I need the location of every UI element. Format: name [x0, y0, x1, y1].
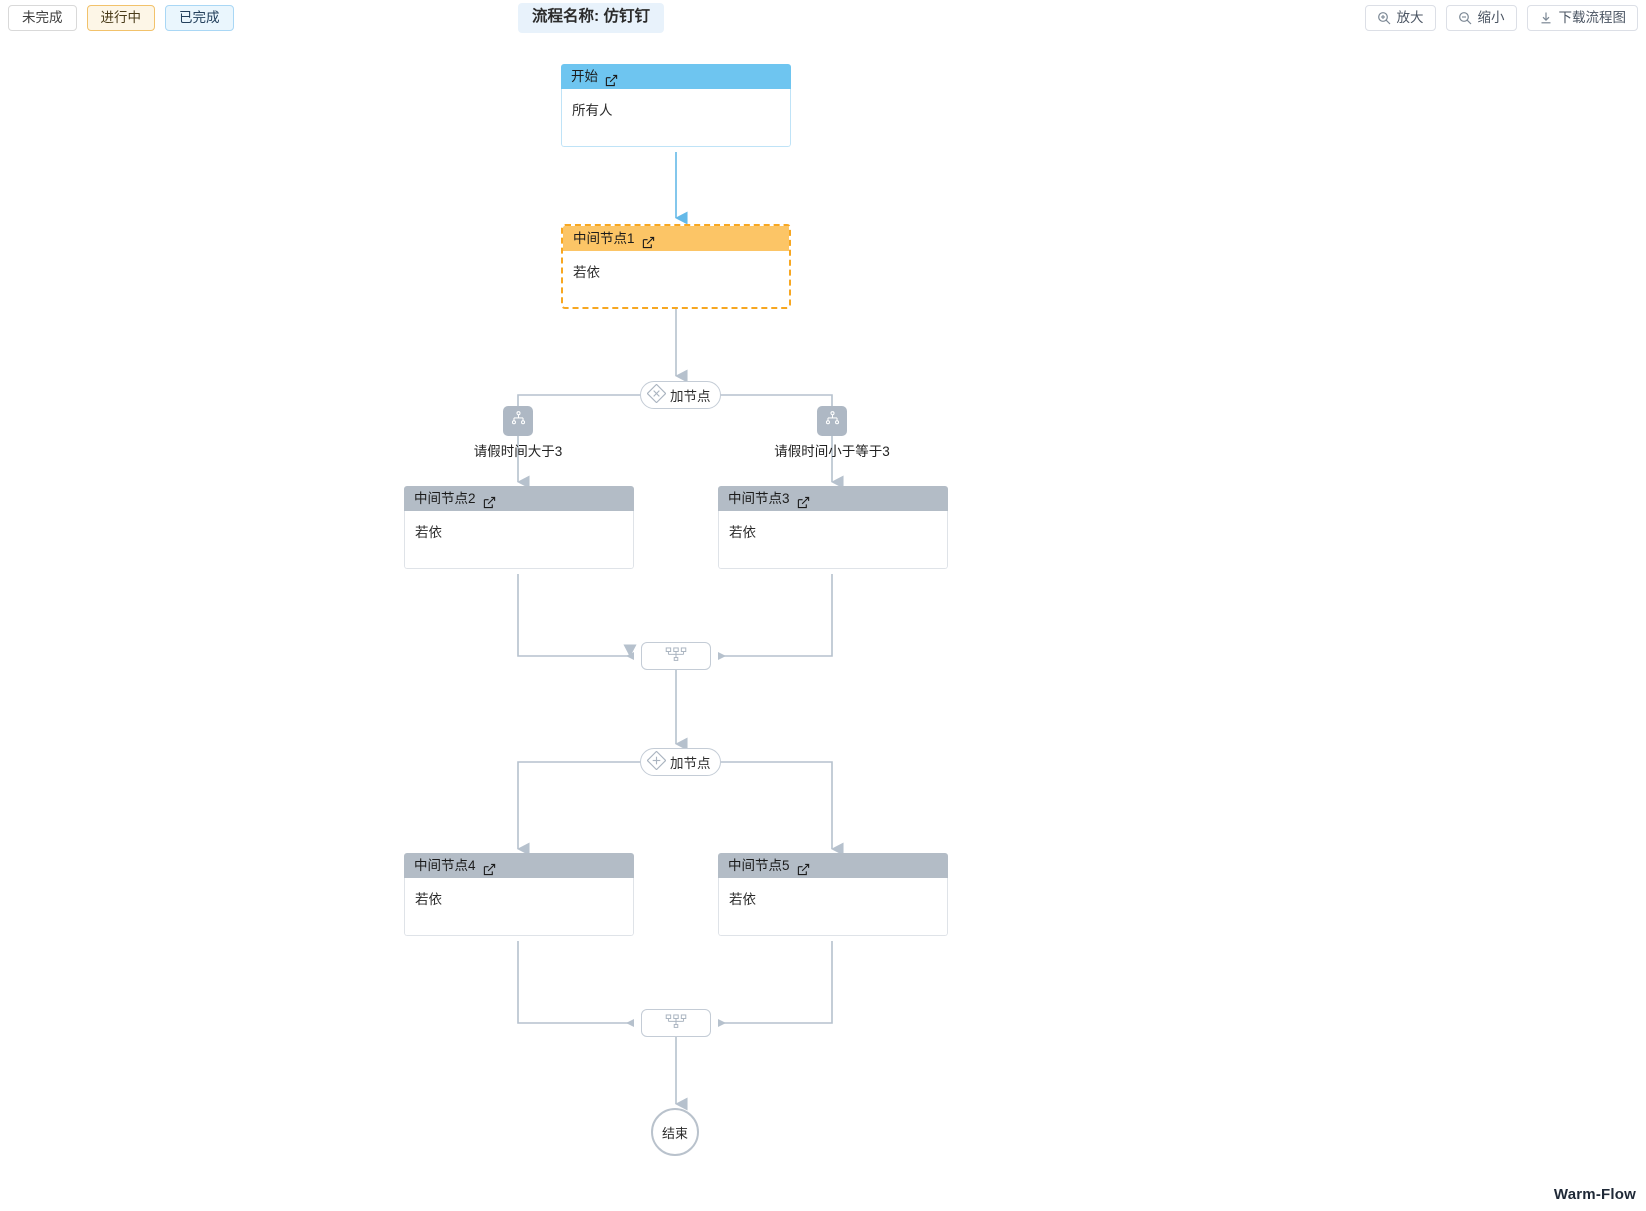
branch-icon — [824, 410, 841, 432]
condition-label-right: 请假时间小于等于3 — [774, 444, 890, 459]
flow-node-mid4[interactable]: 中间节点4 若依 — [404, 853, 634, 936]
flow-node-end[interactable]: 结束 — [651, 1108, 699, 1156]
flow-node-start[interactable]: 开始 所有人 — [561, 64, 791, 147]
flow-node-assignee: 若依 — [573, 265, 600, 280]
flow-node-title: 中间节点1 — [573, 231, 635, 246]
download-label: 下载流程图 — [1558, 10, 1627, 25]
edit-icon[interactable] — [483, 859, 496, 876]
zoom-in-label: 放大 — [1396, 10, 1424, 25]
condition-label-left: 请假时间大于3 — [473, 444, 563, 459]
flow-node-header: 中间节点4 — [404, 853, 634, 878]
merge-icon — [664, 1013, 688, 1034]
flow-node-title: 中间节点5 — [728, 858, 790, 873]
flow-canvas[interactable]: 开始 所有人 中间节点1 若依 加节点 — [0, 36, 1646, 1211]
flow-node-title: 中间节点3 — [728, 491, 790, 506]
legend-status-doing[interactable]: 进行中 — [86, 5, 155, 31]
status-legend: 未完成 进行中 已完成 — [8, 5, 234, 31]
zoom-in-button[interactable]: 放大 — [1364, 5, 1436, 31]
flow-node-assignee: 所有人 — [561, 89, 791, 147]
edit-icon[interactable] — [797, 492, 810, 509]
flow-node-assignee: 若依 — [718, 878, 948, 936]
zoom-out-label: 缩小 — [1477, 10, 1505, 25]
gateway-label: 加节点 — [670, 389, 711, 404]
branch-icon — [510, 410, 527, 432]
flow-node-header: 中间节点1 — [563, 226, 789, 251]
flow-node-mid5[interactable]: 中间节点5 若依 — [718, 853, 948, 936]
gateway-label: 加节点 — [670, 756, 711, 771]
flow-node-assignee: 若依 — [718, 511, 948, 569]
flow-node-header: 开始 — [561, 64, 791, 89]
legend-status-done[interactable]: 已完成 — [165, 5, 234, 31]
condition-chip-left[interactable] — [503, 406, 533, 436]
flow-node-title: 中间节点4 — [414, 858, 476, 873]
parallel-gateway-icon — [646, 750, 667, 773]
gateway-exclusive-add-node[interactable]: 加节点 — [640, 381, 721, 409]
end-label: 结束 — [661, 1125, 688, 1141]
flow-node-title: 中间节点2 — [414, 491, 476, 506]
flow-node-assignee: 若依 — [404, 511, 634, 569]
gateway-parallel-add-node[interactable]: 加节点 — [640, 748, 721, 776]
top-toolbar: 未完成 进行中 已完成 流程名称: 仿钉钉 放大 缩小 — [0, 0, 1646, 36]
flow-node-header: 中间节点3 — [718, 486, 948, 511]
merge-node-1[interactable] — [641, 642, 711, 670]
edit-icon[interactable] — [605, 70, 618, 87]
flow-node-header: 中间节点5 — [718, 853, 948, 878]
merge-icon — [664, 646, 688, 667]
legend-status-todo[interactable]: 未完成 — [8, 5, 77, 31]
flow-node-title: 开始 — [571, 69, 598, 84]
flow-title: 流程名称: 仿钉钉 — [518, 3, 664, 33]
connector-lines — [517, 152, 844, 1111]
flow-node-assignee: 若依 — [404, 878, 634, 936]
zoom-in-icon — [1377, 11, 1391, 25]
edit-icon[interactable] — [483, 492, 496, 509]
view-tools: 放大 缩小 下载流程图 — [1364, 5, 1638, 31]
flow-node-mid1[interactable]: 中间节点1 若依 — [561, 224, 791, 309]
watermark: Warm-Flow — [1553, 1186, 1636, 1203]
download-flowchart-button[interactable]: 下载流程图 — [1526, 5, 1638, 31]
merge-node-2[interactable] — [641, 1009, 711, 1037]
zoom-out-icon — [1458, 11, 1472, 25]
flow-node-header: 中间节点2 — [404, 486, 634, 511]
condition-chip-right[interactable] — [817, 406, 847, 436]
exclusive-gateway-icon — [646, 383, 667, 406]
zoom-out-button[interactable]: 缩小 — [1445, 5, 1517, 31]
download-icon — [1539, 11, 1553, 25]
edit-icon[interactable] — [642, 232, 655, 249]
edit-icon[interactable] — [797, 859, 810, 876]
flow-node-mid2[interactable]: 中间节点2 若依 — [404, 486, 634, 569]
flow-node-mid3[interactable]: 中间节点3 若依 — [718, 486, 948, 569]
